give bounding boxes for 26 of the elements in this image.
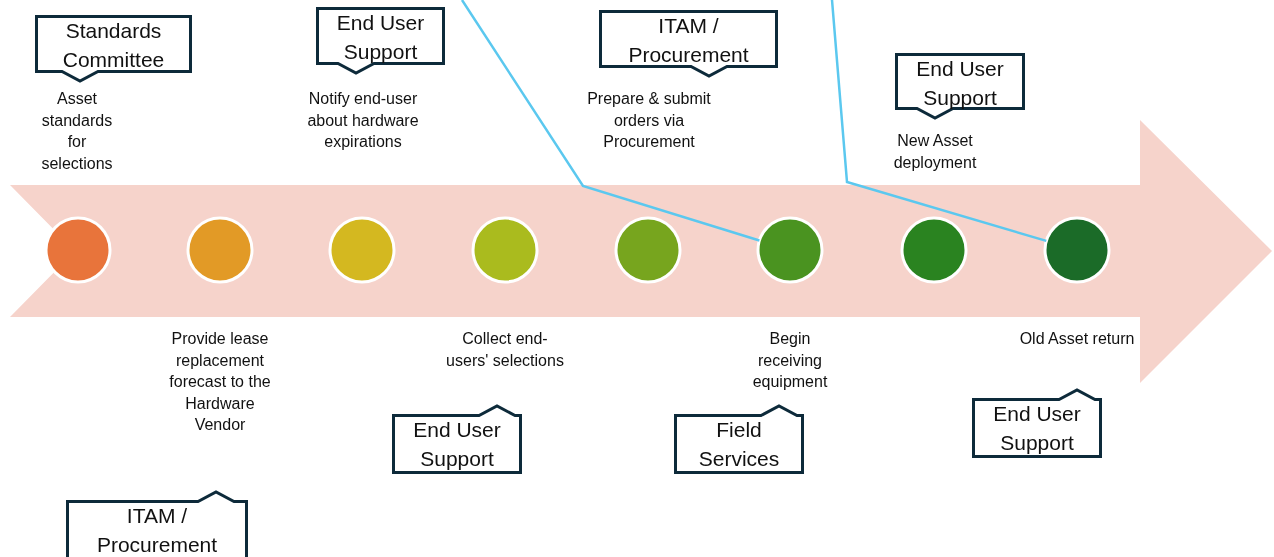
step-text: Prepare & submit orders via Procurement bbox=[587, 89, 711, 152]
step-circle bbox=[614, 216, 682, 284]
step-circle bbox=[900, 216, 968, 284]
step-text: Begin receiving equipment bbox=[751, 329, 829, 392]
callout-box: End User Support bbox=[972, 388, 1102, 458]
callout-box: ITAM / Procurement bbox=[66, 490, 248, 557]
step-circle bbox=[1043, 216, 1111, 284]
step-circle bbox=[44, 216, 112, 284]
step-text: Asset standards for selections bbox=[40, 89, 114, 174]
step-circle bbox=[186, 216, 254, 284]
step-circle bbox=[328, 216, 396, 284]
step-text: Collect end-users' selections bbox=[445, 329, 565, 371]
step-text: Provide lease replacement forecast to the Hardware Vendor bbox=[168, 329, 272, 435]
callout-box: End User Support bbox=[895, 53, 1025, 120]
callout-box: End User Support bbox=[316, 7, 445, 75]
step-text: Notify end-user about hardware expirations bbox=[307, 89, 419, 152]
callout-box: Standards Committee bbox=[35, 15, 192, 83]
callout-box: Field Services bbox=[674, 404, 804, 474]
step-text: New Asset deployment bbox=[892, 131, 978, 173]
leader-line bbox=[830, 0, 1047, 243]
leader-line bbox=[460, 0, 760, 242]
step-circle bbox=[756, 216, 824, 284]
callout-box: End User Support bbox=[392, 404, 522, 474]
callout-box: ITAM / Procurement bbox=[599, 10, 778, 78]
step-circle bbox=[471, 216, 539, 284]
step-text: Old Asset return bbox=[1018, 329, 1136, 349]
